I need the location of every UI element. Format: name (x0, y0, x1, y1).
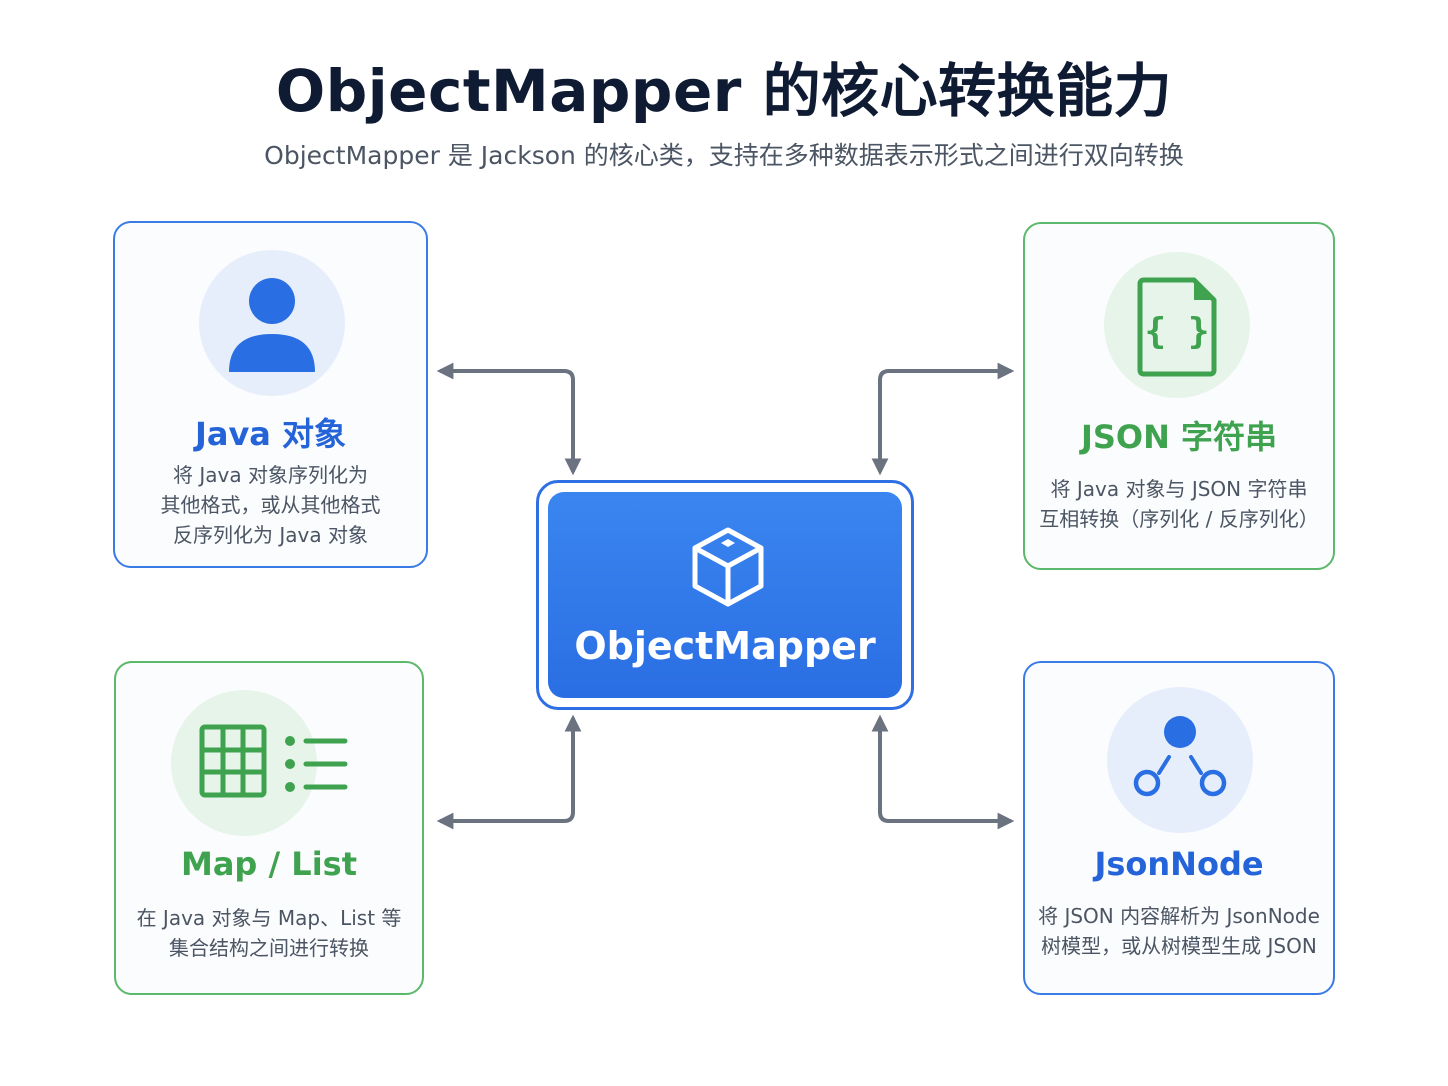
user-icon-circle (199, 250, 345, 396)
json-file-icon: { } (1137, 277, 1217, 377)
arrow-json-string-to-center (871, 362, 1015, 476)
svg-text:{ }: { } (1144, 311, 1209, 352)
center-label: ObjectMapper (574, 624, 876, 668)
card-title: Map / List (180, 845, 357, 883)
json-file-icon-circle: { } (1104, 252, 1250, 398)
card-description: 将 Java 对象与 JSON 字符串 互相转换（序列化 / 反序列化） (1039, 477, 1319, 531)
center-objectmapper-box: ObjectMapper (536, 480, 914, 710)
arrow-map-list-to-center (436, 714, 582, 830)
card-title: JsonNode (1094, 845, 1264, 883)
card-description: 在 Java 对象与 Map、List 等 集合结构之间进行转换 (136, 906, 402, 960)
card-title: JSON 字符串 (1080, 418, 1278, 456)
user-icon (229, 278, 315, 372)
card-json-string: { } JSON 字符串 将 Java 对象与 JSON 字符串 互相转换（序列… (1023, 222, 1335, 570)
tree-node-icon (1133, 716, 1227, 797)
center-objectmapper-fill: ObjectMapper (548, 492, 902, 698)
page-title: ObjectMapper 的核心转换能力 (275, 57, 1173, 125)
page-subtitle: ObjectMapper 是 Jackson 的核心类，支持在多种数据表示形式之… (264, 141, 1184, 170)
arrow-jsonnode-to-center (871, 714, 1015, 830)
card-map-list: Map / List 在 Java 对象与 Map、List 等 集合结构之间进… (114, 661, 424, 995)
arrow-java-object-to-center (436, 362, 582, 476)
card-jsonnode: JsonNode 将 JSON 内容解析为 JsonNode 树模型，或从树模型… (1023, 661, 1335, 995)
tree-node-icon-circle (1107, 687, 1253, 833)
table-list-icon (199, 724, 348, 798)
card-title: Java 对象 (194, 415, 347, 453)
cube-icon (692, 527, 764, 607)
card-description: 将 Java 对象序列化为 其他格式，或从其他格式 反序列化为 Java 对象 (160, 463, 381, 547)
card-description: 将 JSON 内容解析为 JsonNode 树模型，或从树模型生成 JSON (1038, 904, 1320, 958)
card-java-object: Java 对象 将 Java 对象序列化为 其他格式，或从其他格式 反序列化为 … (113, 221, 428, 568)
